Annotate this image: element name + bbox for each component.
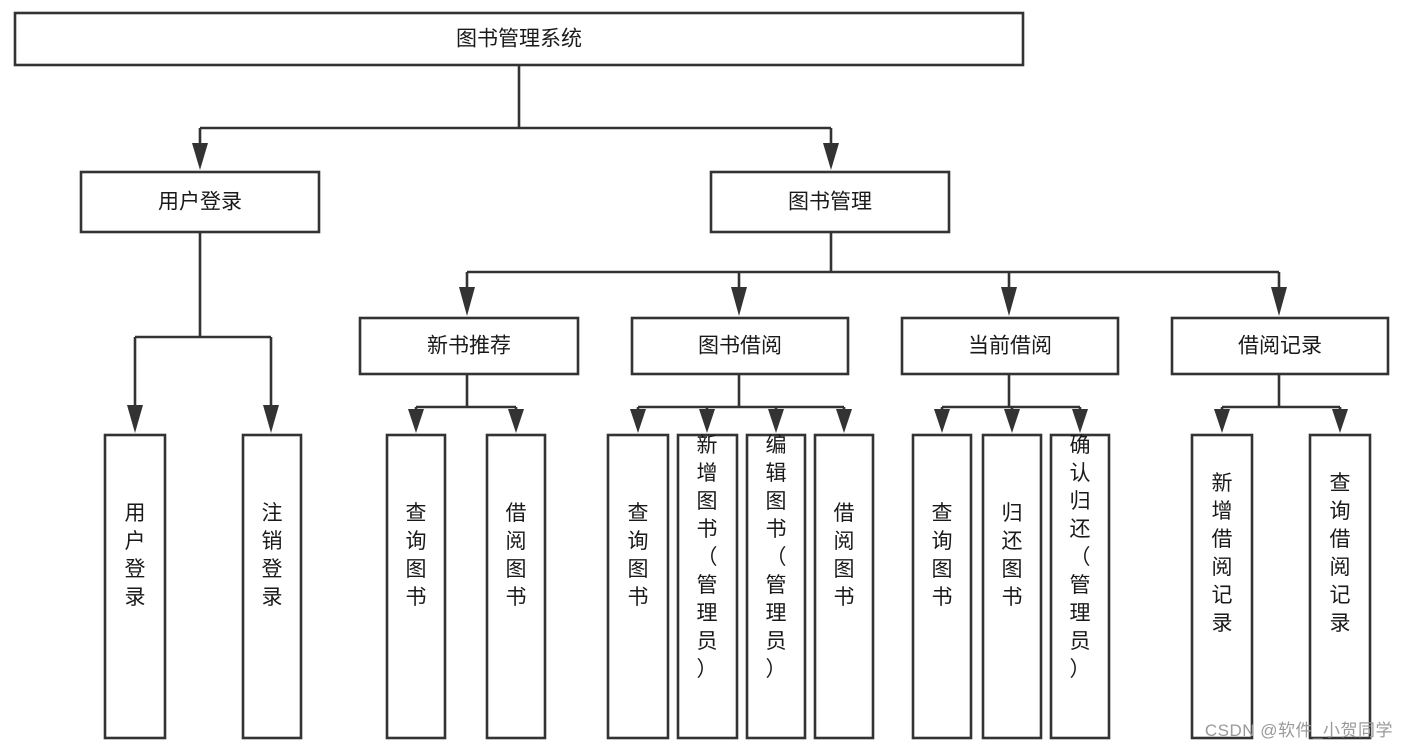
node-user-login[interactable]: 用户登录	[79, 170, 321, 234]
node-root-box	[13, 11, 1025, 67]
node-root-book-management-system[interactable]: 图书管理系统	[13, 11, 1025, 67]
node-new-book-recommendation-box	[358, 316, 580, 376]
node-book-management[interactable]: 图书管理	[709, 170, 951, 234]
node-borrowing-record-label: 借阅记录	[1238, 335, 1322, 358]
leaf-add-borrow-record-label: 新增借阅记录	[1212, 472, 1233, 635]
leaf-query-book-current-label: 查询图书	[932, 502, 953, 609]
leaf-query-book-borrowing-label: 查询图书	[628, 502, 649, 609]
leaf-query-borrow-record[interactable]: 查询借阅记录	[1308, 433, 1372, 740]
leaf-logout-label: 注销登录	[262, 502, 283, 609]
arrowhead-borrow-record	[1271, 287, 1287, 316]
node-current-borrowing[interactable]: 当前借阅	[900, 316, 1120, 376]
arrowhead-new-book-rec	[459, 287, 475, 316]
leaf-confirm-return-admin-box	[1049, 433, 1111, 740]
node-book-management-label: 图书管理	[788, 191, 872, 214]
node-book-borrowing-box	[630, 316, 850, 376]
node-book-management-box	[709, 170, 951, 234]
leaf-borrow-book-borrowing[interactable]: 借阅图书	[813, 433, 875, 740]
arrowhead-borrow-leaf-1	[630, 409, 646, 433]
arrowhead-book-borrow	[731, 287, 747, 316]
arrowhead-user-login	[192, 143, 208, 170]
arrowhead-borrow-leaf-2	[699, 409, 715, 433]
node-root-label: 图书管理系统	[456, 28, 582, 51]
leaf-user-login-box	[103, 433, 167, 740]
leaf-borrow-book-newbook-box	[485, 433, 547, 740]
leaf-logout[interactable]: 注销登录	[241, 433, 303, 740]
leaf-borrow-book-newbook-label: 借阅图书	[506, 502, 527, 609]
leaf-add-book-admin-box	[676, 433, 739, 740]
leaf-return-book-label: 归还图书	[1002, 502, 1023, 609]
leaf-return-book-box	[981, 433, 1043, 740]
arrowhead-newbook-leaf-2	[508, 409, 524, 433]
arrowhead-current-borrow	[1001, 287, 1017, 316]
arrowhead-current-leaf-2	[1004, 409, 1020, 433]
arrowhead-record-leaf-1	[1214, 409, 1230, 433]
leaf-add-borrow-record[interactable]: 新增借阅记录	[1190, 433, 1254, 740]
node-user-login-label: 用户登录	[158, 191, 242, 214]
connector-layer	[127, 65, 1348, 433]
leaf-borrow-book-newbook[interactable]: 借阅图书	[485, 433, 547, 740]
arrowhead-borrow-leaf-4	[836, 409, 852, 433]
node-current-borrowing-box	[900, 316, 1120, 376]
leaf-user-login-label: 用户登录	[125, 502, 146, 609]
node-user-login-box	[79, 170, 321, 234]
leaf-query-book-borrowing[interactable]: 查询图书	[606, 433, 670, 740]
arrowhead-leaf-logout	[263, 405, 279, 433]
node-book-borrowing[interactable]: 图书借阅	[630, 316, 850, 376]
leaf-query-book-current-box	[911, 433, 973, 740]
leaf-confirm-return-admin-label: 确认归还（管理员）	[1070, 434, 1091, 681]
arrowhead-leaf-user-login	[127, 405, 143, 433]
leaf-user-login[interactable]: 用户登录	[103, 433, 167, 740]
arrowhead-current-leaf-1	[934, 409, 950, 433]
leaf-return-book[interactable]: 归还图书	[981, 433, 1043, 740]
leaf-borrow-book-borrowing-box	[813, 433, 875, 740]
node-book-borrowing-label: 图书借阅	[698, 335, 782, 358]
arrowhead-record-leaf-2	[1332, 409, 1348, 433]
leaf-edit-book-admin-label: 编辑图书（管理员）	[766, 434, 787, 681]
arrowhead-newbook-leaf-1	[408, 409, 424, 433]
leaf-add-borrow-record-box	[1190, 433, 1254, 740]
leaf-edit-book-admin[interactable]: 编辑图书（管理员）	[745, 433, 807, 740]
node-new-book-recommendation-label: 新书推荐	[427, 335, 511, 358]
arrowhead-current-leaf-3	[1072, 409, 1088, 433]
leaf-query-book-newbook-box	[385, 433, 447, 740]
arrowhead-book-mgmt	[823, 143, 839, 170]
leaf-query-book-borrowing-box	[606, 433, 670, 740]
leaf-logout-box	[241, 433, 303, 740]
node-borrowing-record-box	[1170, 316, 1390, 376]
node-new-book-recommendation[interactable]: 新书推荐	[358, 316, 580, 376]
leaf-confirm-return-admin[interactable]: 确认归还（管理员）	[1049, 433, 1111, 740]
leaf-query-book-newbook[interactable]: 查询图书	[385, 433, 447, 740]
leaf-edit-book-admin-box	[745, 433, 807, 740]
leaf-query-book-current[interactable]: 查询图书	[911, 433, 973, 740]
node-current-borrowing-label: 当前借阅	[968, 335, 1052, 358]
leaf-add-book-admin[interactable]: 新增图书（管理员）	[676, 433, 739, 740]
node-borrowing-record[interactable]: 借阅记录	[1170, 316, 1390, 376]
leaf-query-book-newbook-label: 查询图书	[406, 502, 427, 609]
leaf-borrow-book-borrowing-label: 借阅图书	[834, 502, 855, 609]
leaf-add-book-admin-label: 新增图书（管理员）	[697, 434, 718, 681]
arrowhead-borrow-leaf-3	[768, 409, 784, 433]
leaf-query-borrow-record-label: 查询借阅记录	[1330, 472, 1351, 635]
leaf-query-borrow-record-box	[1308, 433, 1372, 740]
